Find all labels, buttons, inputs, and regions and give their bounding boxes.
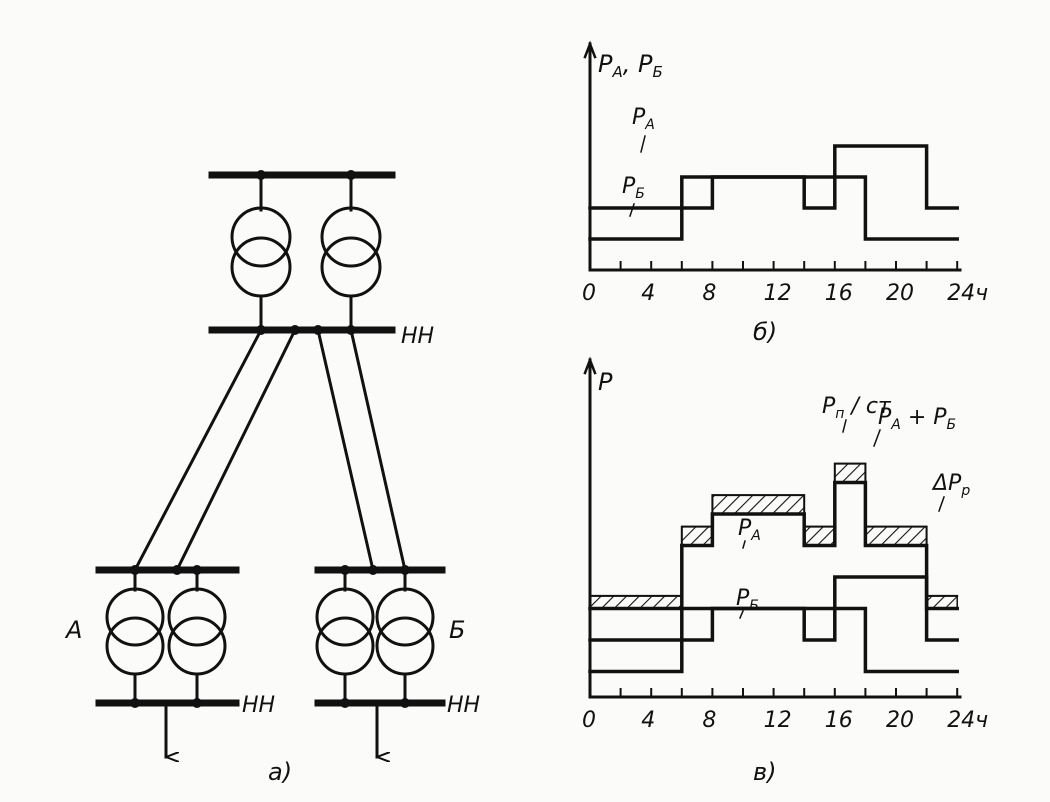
series-line <box>588 480 959 611</box>
transformer-icon <box>167 587 227 676</box>
loss-band <box>711 494 805 515</box>
x-tick-label: 16 <box>825 281 853 306</box>
feeder-line <box>132 327 264 573</box>
x-tick-label: 20 <box>886 281 914 306</box>
transformer-icon <box>375 587 435 676</box>
chart-v-label-pa: PA <box>738 516 761 544</box>
chart-b: PA, PБ PA PБ б) 0 4 8 12 16 20 24ч <box>582 40 988 346</box>
nn-label-left: НН <box>242 693 275 718</box>
feeder-line <box>316 328 375 572</box>
delta-label: ΔPр <box>931 471 970 499</box>
loss-band <box>864 525 928 547</box>
caption-v: в) <box>753 758 777 786</box>
x-tick-label: 16 <box>825 708 853 733</box>
loss-band <box>589 595 683 610</box>
chart-b-ylabel: PA, PБ <box>598 50 663 81</box>
feeder-line <box>174 327 298 573</box>
chart-v-ylabel: P <box>598 368 613 396</box>
series-line <box>589 462 959 597</box>
x-tick-label: 8 <box>702 708 716 733</box>
label-a: А <box>64 616 82 644</box>
x-tick-label: 20 <box>886 708 914 733</box>
nn-label-top: НН <box>401 324 434 349</box>
series-line <box>588 175 959 241</box>
caption-b: б) <box>753 318 777 346</box>
x-tick-label: 0 <box>582 708 596 733</box>
y-axis-arrow-icon <box>583 40 597 59</box>
x-tick-label: 24ч <box>947 281 988 306</box>
sum-label: PA + PБ <box>878 405 956 433</box>
transformer-icon <box>320 206 382 298</box>
substation-b: Б НН <box>314 565 480 757</box>
transformer-icon <box>105 587 165 676</box>
x-tick-label: 8 <box>702 281 716 306</box>
x-tick-label: 12 <box>764 708 792 733</box>
substation-a: А НН <box>64 565 275 757</box>
loss-band <box>803 525 836 547</box>
loss-band <box>834 462 867 484</box>
loss-band <box>681 525 714 547</box>
chart-b-label-pb: PБ <box>622 174 645 202</box>
loss-band <box>925 595 958 610</box>
series-line <box>588 144 959 210</box>
chart-v-label-pb: PБ <box>736 586 759 614</box>
chart-b-label-pa: PA <box>632 105 655 133</box>
transformer-icon <box>230 206 292 298</box>
x-tick-label: 4 <box>641 708 655 733</box>
y-axis-arrow-icon <box>583 356 597 375</box>
transformer-icon <box>315 587 375 676</box>
p-pst-label: Pп / ст <box>822 394 892 422</box>
substation-diagram: НН А <box>64 170 480 786</box>
chart-v: P Pп / ст PA + PБ ΔPр PA PБ в) 0 4 8 12 16 20… <box>582 356 988 786</box>
feeder-line <box>349 328 407 572</box>
series-line <box>588 606 959 674</box>
label-b: Б <box>449 616 465 644</box>
x-tick-label: 0 <box>582 281 596 306</box>
nn-label-right: НН <box>447 693 480 718</box>
x-tick-label: 4 <box>641 281 655 306</box>
x-tick-label: 12 <box>764 281 792 306</box>
caption-a: а) <box>268 758 292 786</box>
x-tick-label: 24ч <box>947 708 988 733</box>
